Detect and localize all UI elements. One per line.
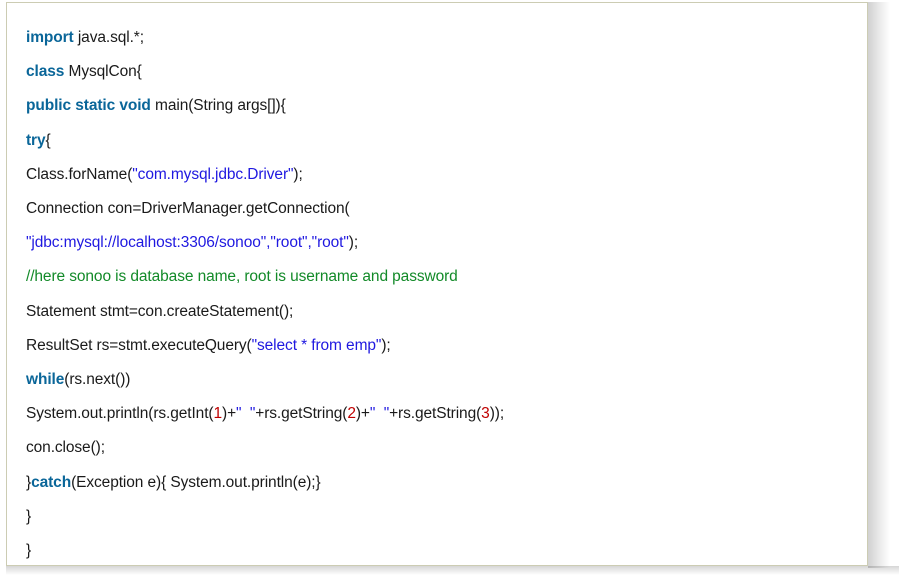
code-line: try{ xyxy=(26,124,867,158)
code-token-pln: )+ xyxy=(222,405,237,423)
code-line: Class.forName("com.mysql.jdbc.Driver"); xyxy=(26,158,867,192)
code-line: System.out.println(rs.getInt(1)+" "+rs.g… xyxy=(26,397,867,431)
code-token-str: "select * from emp" xyxy=(251,336,382,354)
code-token-str: "jdbc:mysql://localhost:3306/sonoo","roo… xyxy=(26,234,349,252)
code-line: }catch(Exception e){ System.out.println(… xyxy=(26,466,867,500)
code-token-kw: public static void xyxy=(26,97,151,115)
code-token-pln: )); xyxy=(489,405,505,423)
code-box-shadow-right xyxy=(868,2,899,568)
code-line: Statement stmt=con.createStatement(); xyxy=(26,295,867,329)
code-line: } xyxy=(26,500,867,534)
code-token-kw: class xyxy=(26,63,65,81)
code-token-pln: ResultSet rs=stmt.executeQuery( xyxy=(26,336,252,354)
code-token-str: "com.mysql.jdbc.Driver" xyxy=(132,165,294,183)
code-line: public static void main(String args[]){ xyxy=(26,89,867,123)
code-token-cmt: //here sonoo is database name, root is u… xyxy=(26,268,458,286)
code-token-pln: main(String args[]){ xyxy=(150,97,286,115)
code-token-pln: ); xyxy=(381,336,391,354)
code-token-pln: (Exception e){ System.out.println(e);} xyxy=(71,473,321,491)
code-line: import java.sql.*; xyxy=(26,21,867,55)
code-token-pln: MysqlCon{ xyxy=(64,63,142,81)
code-token-pln: ); xyxy=(293,165,303,183)
code-token-str: " " xyxy=(236,405,256,423)
code-box-shadow-bottom xyxy=(6,566,899,578)
code-line: //here sonoo is database name, root is u… xyxy=(26,260,867,294)
code-line: ResultSet rs=stmt.executeQuery("select *… xyxy=(26,329,867,363)
code-token-str: " " xyxy=(369,405,390,423)
code-token-num: 1 xyxy=(213,405,223,423)
code-token-kw: import xyxy=(26,29,74,46)
code-token-kw: try xyxy=(26,131,46,149)
code-token-pln: con.close(); xyxy=(26,439,105,457)
code-token-pln: } xyxy=(26,473,32,491)
code-line: while(rs.next()) xyxy=(26,363,867,397)
code-token-pln: )+ xyxy=(355,405,370,423)
code-line: "jdbc:mysql://localhost:3306/sonoo","roo… xyxy=(26,226,867,260)
code-line: } xyxy=(26,534,867,565)
code-token-pln: java.sql.*; xyxy=(73,29,144,46)
code-token-num: 3 xyxy=(481,405,490,423)
code-token-pln: System.out.println(rs.getInt( xyxy=(26,405,214,423)
code-token-pln: +rs.getString( xyxy=(389,405,482,423)
code-lines-container: import java.sql.*;class MysqlCon{public … xyxy=(7,3,867,565)
code-token-pln: } xyxy=(26,507,32,525)
code-token-pln: Class.forName( xyxy=(26,165,133,183)
code-line: con.close(); xyxy=(26,431,867,465)
code-token-num: 2 xyxy=(347,405,356,423)
code-token-kw: while xyxy=(26,371,65,389)
code-token-kw: catch xyxy=(31,473,72,491)
code-token-pln: (rs.next()) xyxy=(64,371,131,389)
code-token-pln: { xyxy=(45,131,51,149)
code-line: Connection con=DriverManager.getConnecti… xyxy=(26,192,867,226)
code-block: import java.sql.*;class MysqlCon{public … xyxy=(6,2,868,566)
code-token-pln: Connection con=DriverManager.getConnecti… xyxy=(26,200,350,218)
code-token-pln: ); xyxy=(348,234,359,252)
code-token-pln: Statement stmt=con.createStatement(); xyxy=(26,302,294,320)
code-line: class MysqlCon{ xyxy=(26,55,867,89)
code-token-pln: } xyxy=(26,542,32,560)
code-token-pln: +rs.getString( xyxy=(255,405,348,423)
